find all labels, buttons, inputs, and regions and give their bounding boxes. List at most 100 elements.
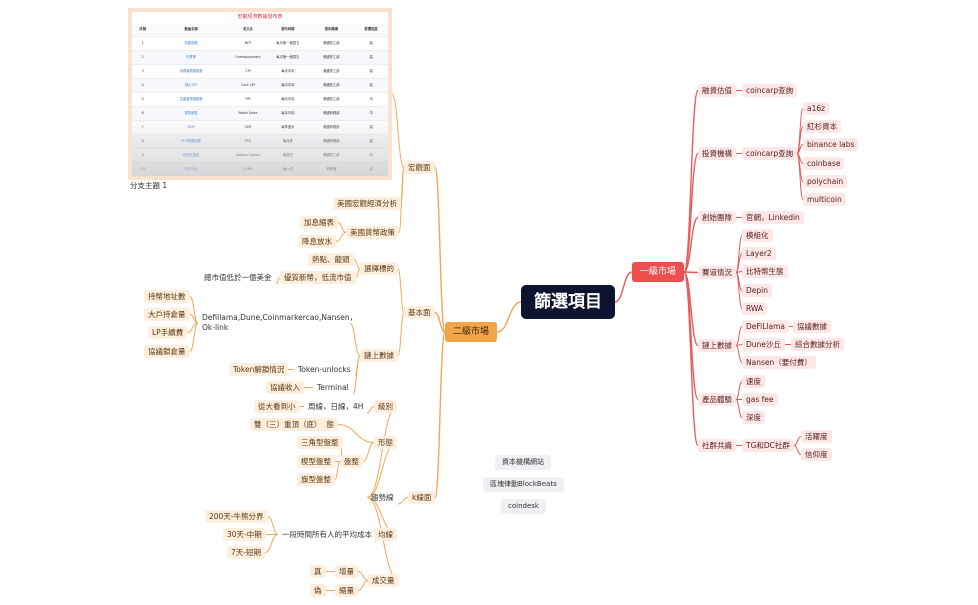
token-unlocks-note[interactable]: Token解鎖情況 bbox=[229, 363, 289, 376]
sheet-cell: 美國勞工部 bbox=[308, 50, 355, 65]
sheet-cell: Unemployment bbox=[228, 50, 268, 65]
selection-hot[interactable]: 熱點、龍頭 bbox=[308, 253, 354, 266]
metric-tvl[interactable]: 協議鎖倉量 bbox=[144, 345, 190, 358]
policy-cut[interactable]: 降息放水 bbox=[298, 235, 336, 248]
reversal-note[interactable]: 雙（三）重頂（底） bbox=[250, 418, 326, 431]
source-blockbeats[interactable]: 區塊律動BlockBeats bbox=[483, 477, 564, 492]
sheet-caption[interactable]: 分支主題 1 bbox=[130, 181, 168, 190]
source-vc-sites[interactable]: 資本機構網站 bbox=[495, 455, 551, 470]
investor-coinbase[interactable]: coinbase bbox=[803, 157, 845, 170]
connector-line bbox=[362, 442, 375, 462]
metric-lp-fees[interactable]: LP手續費 bbox=[148, 326, 188, 339]
connector-line bbox=[683, 271, 699, 401]
investor-a16z[interactable]: a16z bbox=[803, 102, 830, 115]
ma-desc[interactable]: 一段時間所有人的平均成本 bbox=[282, 530, 372, 539]
onchain-dune[interactable]: Dune沙丘 bbox=[742, 338, 785, 351]
product-speed[interactable]: 速度 bbox=[742, 375, 765, 388]
sheet-header-cell: 英文名 bbox=[228, 23, 268, 37]
source-coindesk[interactable]: coindesk bbox=[501, 499, 546, 514]
track-layer2[interactable]: Layer2 bbox=[742, 247, 776, 260]
metric-holder-addresses[interactable]: 持幣地址數 bbox=[144, 290, 190, 303]
selection-mcap-note[interactable]: 總市值低於一億美金 bbox=[204, 273, 272, 282]
investor-multicoin[interactable]: multicoin bbox=[803, 193, 846, 206]
triangle-consolidation[interactable]: 三角型盤整 bbox=[297, 436, 343, 449]
track-btc-eco[interactable]: 比特幣生態 bbox=[742, 265, 788, 278]
product-node[interactable]: 產品體驗 bbox=[698, 393, 736, 406]
chain-data-node[interactable]: 鏈上數據 bbox=[360, 349, 398, 362]
macro-us-economy[interactable]: 美國宏觀經濟分析 bbox=[333, 197, 401, 210]
onchain-defillama-note[interactable]: 協議數據 bbox=[793, 320, 831, 333]
ma-7[interactable]: 7天-短期 bbox=[227, 546, 265, 559]
consolidation-node[interactable]: 盤整 bbox=[340, 455, 363, 468]
sheet-header-cell: 發布機構 bbox=[308, 23, 355, 37]
founding-team-links-node[interactable]: 官網，Linkedin bbox=[742, 211, 804, 224]
selection-node[interactable]: 選擇標的 bbox=[360, 262, 398, 275]
investors-node[interactable]: 投資機構 bbox=[698, 147, 736, 160]
community-activity[interactable]: 活躍度 bbox=[801, 430, 832, 443]
ma-200[interactable]: 200天-牛熊分界 bbox=[205, 510, 268, 523]
sheet-cell: 消費者物價指數 bbox=[153, 64, 229, 79]
founding-team-node[interactable]: 創始團隊 bbox=[698, 211, 736, 224]
terminal-note[interactable]: 協議收入 bbox=[266, 381, 304, 394]
connector-line bbox=[434, 331, 446, 499]
onchain-defillama[interactable]: DeFiLlama bbox=[742, 320, 790, 333]
selection-quality-new[interactable]: 優質新幣，低流市值 bbox=[280, 271, 356, 284]
ma-30[interactable]: 30天-中期 bbox=[223, 528, 266, 541]
secondary-market-node[interactable]: 二級市場 bbox=[445, 322, 498, 342]
trendline-node[interactable]: 趨勢線 bbox=[371, 493, 394, 502]
investor-sequoia[interactable]: 紅杉資本 bbox=[803, 120, 841, 133]
volume-node[interactable]: 成交量 bbox=[368, 574, 399, 587]
pattern-node[interactable]: 形態 bbox=[374, 436, 397, 449]
primary-market-node[interactable]: 一級市場 bbox=[632, 262, 685, 282]
connector-line bbox=[335, 232, 347, 242]
sheet-header-cell: 發布時間 bbox=[267, 23, 309, 37]
terminal-node[interactable]: Terminal bbox=[317, 383, 349, 392]
track-modular[interactable]: 模組化 bbox=[742, 229, 773, 242]
metric-whale-holdings[interactable]: 大戶持倉量 bbox=[144, 308, 190, 321]
community-tg-dc-node[interactable]: TG和DC社群 bbox=[742, 439, 794, 452]
connector-line bbox=[337, 222, 347, 233]
ma-node[interactable]: 均線 bbox=[374, 528, 397, 541]
sheet-cell: 3 bbox=[132, 64, 154, 79]
volume-up[interactable]: 增量 bbox=[335, 565, 358, 578]
chain-data-tools[interactable]: Defillama,Dune,Coinmarkercao,Nansen，Ok-l… bbox=[202, 313, 358, 332]
investors-coincarp-node[interactable]: coincarp查詢 bbox=[742, 147, 798, 160]
funding-node[interactable]: 融資估值 bbox=[698, 84, 736, 97]
product-gas-fee[interactable]: gas fee bbox=[742, 393, 778, 406]
sheet-cell: 1 bbox=[132, 36, 154, 51]
fundamental-node[interactable]: 基本面 bbox=[404, 306, 435, 319]
macro-node[interactable]: 宏觀面 bbox=[404, 161, 435, 174]
product-depth[interactable]: 深度 bbox=[742, 411, 765, 424]
track-node[interactable]: 賽道情況 bbox=[698, 266, 736, 279]
level-value[interactable]: 周線，日線，4H bbox=[308, 402, 364, 411]
onchain-primary-node[interactable]: 鏈上數據 bbox=[698, 339, 736, 352]
kline-node[interactable]: k線面 bbox=[408, 491, 436, 504]
connector-line bbox=[434, 166, 446, 333]
sheet-cell: 5 bbox=[132, 92, 154, 107]
connector-line bbox=[397, 268, 405, 313]
token-unlocks-node[interactable]: Token-unlocks bbox=[298, 365, 351, 374]
community-belief[interactable]: 信仰度 bbox=[801, 448, 832, 461]
level-note[interactable]: 從大看到小 bbox=[254, 400, 300, 413]
macro-us-policy[interactable]: 美國貨幣政策 bbox=[346, 226, 399, 239]
funding-coincarp-node[interactable]: coincarp查詢 bbox=[742, 84, 798, 97]
volume-down-note[interactable]: 偽 bbox=[310, 584, 326, 597]
onchain-nansen[interactable]: Nansen（要付費） bbox=[742, 356, 816, 369]
connector-line bbox=[264, 534, 279, 553]
policy-hike[interactable]: 加息縮表 bbox=[300, 216, 338, 229]
investor-polychain[interactable]: polychain bbox=[803, 175, 848, 188]
volume-down[interactable]: 縮量 bbox=[335, 584, 358, 597]
root-node[interactable]: 篩選項目 bbox=[521, 285, 615, 319]
track-rwa[interactable]: RWA bbox=[742, 302, 768, 315]
wedge-consolidation[interactable]: 楔型盤整 bbox=[297, 455, 335, 468]
investor-binance-labs[interactable]: binance labs bbox=[803, 138, 859, 151]
level-node[interactable]: 級別 bbox=[374, 400, 397, 413]
track-depin[interactable]: Depin bbox=[742, 284, 772, 297]
sheet-header-cell: 數據名稱 bbox=[153, 23, 229, 37]
volume-up-note[interactable]: 真 bbox=[310, 565, 326, 578]
flag-consolidation[interactable]: 旗型盤整 bbox=[297, 473, 335, 486]
onchain-dune-note[interactable]: 綜合數據分析 bbox=[791, 338, 844, 351]
community-node[interactable]: 社群共識 bbox=[698, 439, 736, 452]
